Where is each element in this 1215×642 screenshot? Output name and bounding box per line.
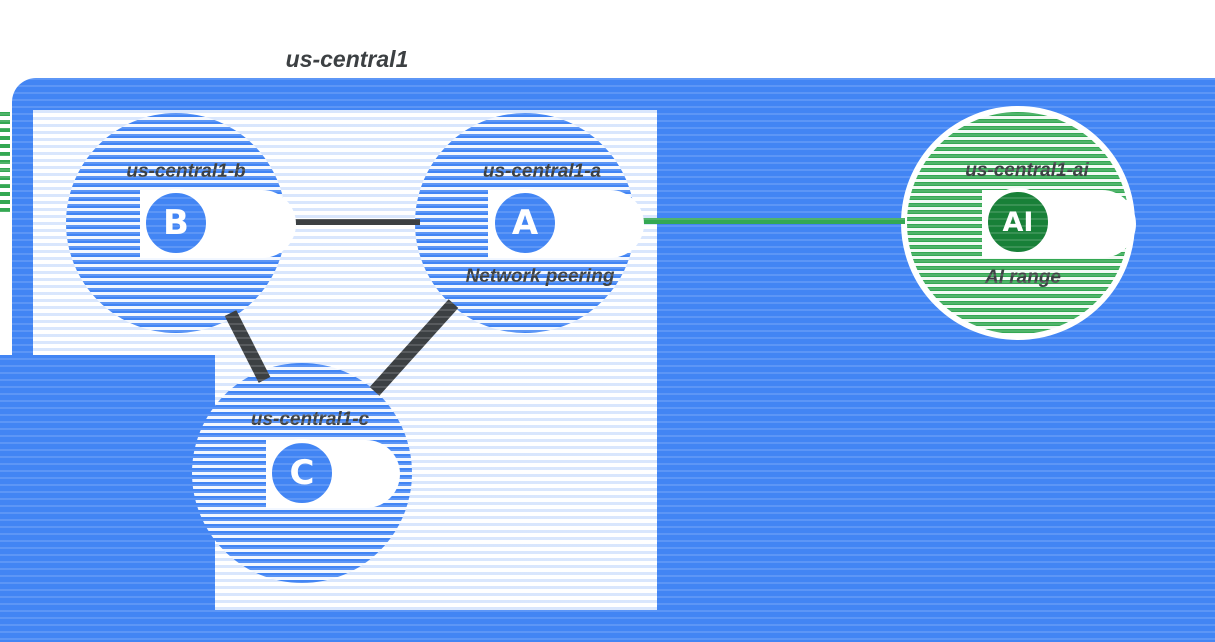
connector-a-ai-line <box>639 218 905 224</box>
service-ai-sublabel: AI range <box>984 267 1062 288</box>
network-label-c: us-central1-c <box>250 409 370 430</box>
region-box-left-bleed <box>0 355 12 642</box>
connector-b-a-line <box>280 219 420 225</box>
network-label-a: us-central1-a <box>482 161 602 182</box>
network-label-b: us-central1-b <box>126 161 246 182</box>
service-label-ai: us-central1-ai <box>965 160 1089 181</box>
network-a-sublabel: Network peering <box>465 266 615 287</box>
region-title: us-central1 <box>285 46 409 72</box>
network-badge-b: B <box>142 189 210 257</box>
network-badge-a: A <box>491 189 559 257</box>
green-edge-artifact <box>0 112 10 215</box>
service-badge-ai: AI <box>984 188 1052 256</box>
network-badge-c: C <box>268 439 336 507</box>
